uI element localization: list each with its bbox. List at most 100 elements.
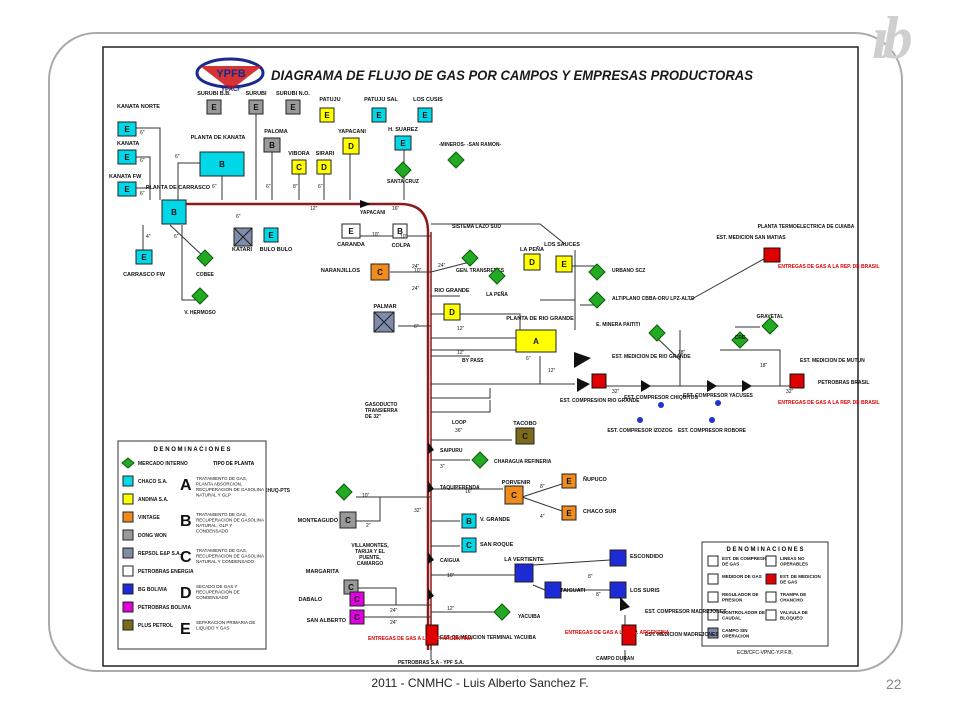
- market-label: GRAVETAL: [757, 314, 784, 320]
- field-box-label: KANATA NORTE: [117, 104, 160, 110]
- legend-type-letter: E: [180, 621, 191, 638]
- legend-type-letter: C: [180, 549, 192, 566]
- field-box-label: VIBORA: [288, 151, 309, 157]
- field-box: DLA PEÑA: [520, 246, 544, 271]
- pipe-size-label: 6": [526, 356, 531, 362]
- station-label: YAPACANI: [360, 210, 386, 216]
- station-label: PETROBRAS BRASIL: [818, 380, 869, 386]
- field-box-letter: B: [397, 227, 403, 236]
- pipe-size-label: 16": [392, 206, 400, 212]
- pipe-size-label: 6": [174, 234, 179, 240]
- field-box-shape: [349, 591, 365, 607]
- station-label: LOOP: [452, 420, 467, 426]
- watermark-logo: ıb: [872, 5, 913, 71]
- field-box-shape: [117, 121, 137, 137]
- field-box-letter: C: [511, 491, 517, 500]
- pipe-size-label: 32": [612, 389, 620, 395]
- market-diamond: [471, 451, 489, 469]
- field-box-shape: [342, 137, 360, 155]
- field-box-letter: C: [466, 541, 472, 550]
- market-diamond: [761, 317, 779, 335]
- market-label: YACUIBA: [518, 614, 541, 620]
- field-box-shape: [248, 99, 264, 115]
- pipe-size-label: 6": [140, 191, 145, 197]
- pipe-size-label: 6": [266, 184, 271, 190]
- market-diamond: [648, 324, 666, 342]
- pipe-size-label: 10": [400, 234, 408, 240]
- station-label: EST. MEDICION DE MUTUN: [800, 358, 865, 364]
- field-box-shape: [515, 329, 557, 353]
- field-box-label: PALOMA: [264, 129, 287, 135]
- market-node: SANTA CRUZ: [387, 161, 419, 185]
- pipe-size-label: 6": [140, 158, 145, 164]
- legend-company-label: VINTAGE: [138, 515, 161, 521]
- gas-delivery-label: ENTREGAS DE GAS A LA REP. DE BRASIL: [778, 264, 880, 270]
- field-box-label: CARANDA: [337, 242, 365, 248]
- pipe-size-label: 36": [455, 428, 463, 434]
- field-box-letter: C: [522, 432, 528, 441]
- field-box: PALMAR: [373, 304, 397, 333]
- market-node: YACUIBA: [493, 603, 541, 621]
- legend-type-text: TRATAMIENTO DE GAS,PLANTA ABSORCION,RECU…: [196, 476, 264, 498]
- pipe-size-label: 4": [540, 514, 545, 520]
- pipe-size-label: 4": [146, 234, 151, 240]
- field-box-shape: [339, 511, 357, 529]
- field-box-label: TAIGUATI: [560, 588, 586, 594]
- station-label: EST. MEDICION DE RIO GRANDE: [612, 354, 691, 360]
- field-box-shape: [461, 513, 477, 529]
- station-label: CAMPO DURAN: [596, 656, 634, 662]
- field-box-letter: E: [253, 103, 259, 112]
- field-box-letter: E: [400, 139, 406, 148]
- station-label: PETROBRAS S.A - YPF S.A.: [398, 660, 465, 666]
- station-label: CAIGUA: [440, 558, 460, 564]
- market-node: V. HERMOSO: [184, 287, 216, 316]
- credit-text: ECB/CFC-VPNC-Y.P.F.B.: [737, 650, 793, 656]
- field-box-label: LOS SURIS: [630, 588, 660, 594]
- field-box-label: PLANTA DE RIO GRANDE: [506, 316, 574, 322]
- field-box-shape: [504, 485, 524, 505]
- field-box-letter: E: [422, 111, 428, 120]
- field-box-letter: E: [124, 153, 130, 162]
- station-label: SISTEMA LAZO SUD: [452, 224, 501, 230]
- field-box-letter: E: [566, 477, 572, 486]
- legend-company-label: MERCADO INTERNO: [138, 461, 188, 467]
- legend-right: D E N O M I N A C I O N E S EST. DE COMP…: [701, 541, 829, 656]
- legend-left-type-header: TIPO DE PLANTA: [213, 461, 255, 467]
- pipe-size-label: 12": [457, 326, 465, 332]
- field-box-label: MARGARITA: [306, 569, 339, 575]
- pipe-size-label: 8": [540, 484, 545, 490]
- field-box-shape: [394, 135, 412, 151]
- field-box-shape: [316, 159, 332, 175]
- field-box-letter: E: [124, 125, 130, 134]
- pipe-size-label: 12": [447, 606, 455, 612]
- market-node: CRE: [731, 331, 749, 349]
- legend-type-letter: B: [180, 513, 192, 530]
- pipe-size-label: 6": [212, 184, 217, 190]
- field-box-label: NARANJILLOS: [321, 268, 360, 274]
- gas-delivery-label: ENTREGAS DE GAS A LA REP. DE BRASIL: [778, 400, 880, 406]
- market-diamond: [335, 483, 353, 501]
- field-box-letter: A: [533, 337, 539, 346]
- field-box-letter: C: [354, 595, 360, 604]
- field-box-label: SURUBI B.B.: [197, 91, 231, 97]
- pipe-size-label: 24": [412, 286, 420, 292]
- field-box-shape: [561, 505, 577, 521]
- market-diamond: [488, 267, 506, 285]
- pipe-size-label: 3": [440, 464, 445, 470]
